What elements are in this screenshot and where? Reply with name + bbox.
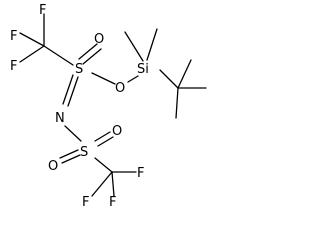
bonds: [19, 13, 207, 197]
atom-f-top: F: [39, 3, 46, 18]
bond-si-to-tbu-c: [159, 69, 179, 89]
chemical-structure-diagram: F F F S O O Si N O S O F F F: [10, 3, 207, 210]
atom-labels: F F F S O O Si N O S O F F F: [10, 3, 149, 210]
bond-tbu-c-to-me-up: [177, 59, 192, 89]
bond-lower-cf3-c-to-f-center: [111, 171, 115, 197]
bond-cf3-c-to-f-left-top: [19, 32, 45, 47]
atom-f-left-top: F: [10, 29, 17, 44]
bond-s-upper-to-o-double-a: [78, 43, 98, 60]
atom-f-bottom-center: F: [109, 195, 116, 210]
bond-n-to-s-lower: [64, 125, 82, 142]
atom-s-upper: S: [75, 62, 83, 77]
bond-si-to-methyl-left: [124, 31, 144, 62]
bond-s-lower-to-o-lower-right-a: [94, 131, 111, 142]
bond-tbu-c-to-me-down: [175, 87, 179, 119]
bond-s-upper-to-n-b: [67, 76, 79, 107]
bond-s-lower-to-o-lower-left-b: [61, 154, 81, 164]
bond-o-ether-to-si: [127, 75, 139, 83]
bond-lower-cf3-c-to-f-left: [91, 171, 113, 197]
bond-cf3-c-to-f-left: [19, 45, 45, 63]
atom-s-lower: S: [80, 145, 88, 160]
atom-f-bottom-left: F: [82, 195, 89, 210]
bond-s-upper-to-o-double-b: [82, 48, 102, 65]
atom-f-left: F: [10, 59, 17, 74]
bond-s-lower-to-cf3-c: [94, 157, 113, 173]
bond-s-lower-to-o-lower-left-a: [59, 149, 79, 159]
atom-o-lower-left: O: [48, 159, 58, 174]
atom-o-double-upper: O: [94, 32, 104, 47]
atom-o-ether: O: [115, 81, 125, 96]
bond-s-lower-to-o-lower-right-b: [97, 136, 114, 147]
atom-f-bottom-right: F: [137, 166, 144, 181]
bond-s-upper-to-n-a: [62, 74, 74, 105]
atom-si: Si: [137, 62, 149, 77]
bond-cf3-c-to-s-upper: [43, 45, 74, 66]
atom-o-lower-right: O: [112, 124, 122, 139]
bond-si-to-methyl-top: [146, 28, 158, 61]
bond-s-upper-to-o-ether: [91, 72, 116, 85]
atom-n: N: [55, 111, 65, 126]
